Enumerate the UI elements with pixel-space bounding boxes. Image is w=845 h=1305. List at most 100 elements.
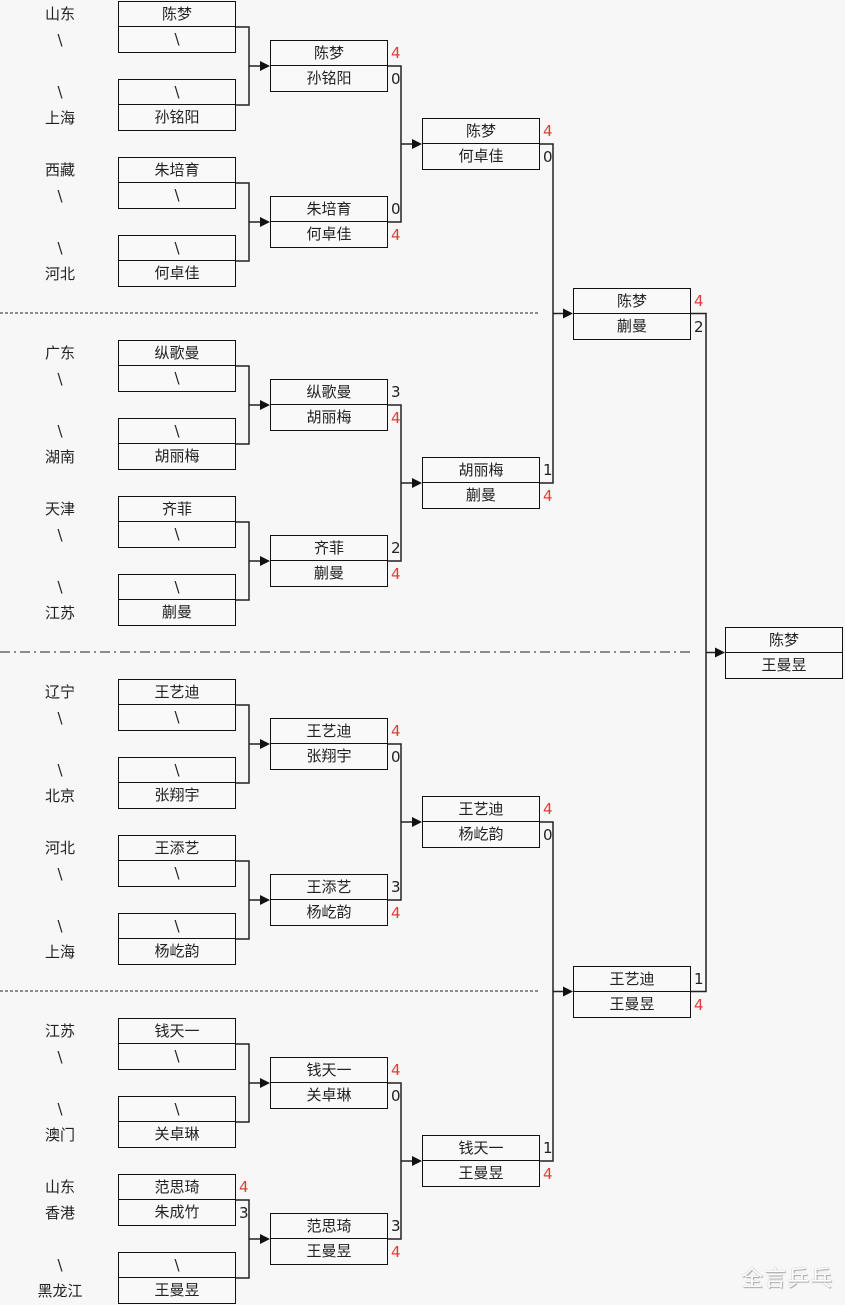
final-player-top[interactable]: 陈梦	[725, 626, 843, 653]
r1-player-bottom[interactable]: 关卓琳	[118, 1122, 236, 1148]
r2-player-bottom[interactable]: 何卓佳	[270, 222, 388, 248]
r1-player-bottom[interactable]: \	[118, 522, 236, 548]
province-label: 天津	[44, 500, 75, 518]
r1-player-bottom[interactable]: \	[118, 183, 236, 209]
r2-player-top[interactable]: 齐菲	[270, 535, 388, 561]
r2-player-bottom[interactable]: 关卓琳	[270, 1083, 388, 1109]
arrow-icon	[412, 139, 422, 149]
score: 4	[391, 44, 401, 62]
qf-player-top[interactable]: 王艺迪	[422, 796, 540, 822]
sf-player-top[interactable]: 陈梦	[573, 287, 691, 314]
r1-player-bottom[interactable]: 杨屹韵	[118, 939, 236, 965]
arrow-icon	[260, 739, 270, 749]
arrow-icon	[563, 308, 573, 319]
r1-player-top[interactable]: \	[118, 418, 236, 444]
sf-player-bottom[interactable]: 蒯曼	[573, 313, 691, 340]
province-label: \	[57, 422, 63, 440]
province-label: \	[57, 239, 63, 257]
r2-player-bottom[interactable]: 王曼昱	[270, 1239, 388, 1265]
score: 4	[694, 995, 704, 1014]
province-label: \	[57, 187, 63, 205]
score: 3	[391, 383, 401, 401]
province-label: 河北	[44, 265, 75, 283]
watermark: 全言乒乓	[740, 1267, 833, 1292]
qf-player-bottom[interactable]: 蒯曼	[422, 483, 540, 509]
r1-player-top[interactable]: 陈梦	[118, 1, 236, 27]
r1-player-top[interactable]: \	[118, 235, 236, 261]
r1-player-top[interactable]: \	[118, 1096, 236, 1122]
connector-line	[236, 521, 250, 601]
qf-player-bottom[interactable]: 何卓佳	[422, 144, 540, 170]
province-label: 黑龙江	[37, 1282, 83, 1300]
qf-player-top[interactable]: 陈梦	[422, 118, 540, 144]
score: 4	[391, 904, 401, 922]
r1-player-top[interactable]: 钱天一	[118, 1018, 236, 1044]
score: 4	[543, 1165, 553, 1183]
sf-player-bottom[interactable]: 王曼昱	[573, 991, 691, 1018]
r1-player-bottom[interactable]: 朱成竹	[118, 1200, 236, 1226]
score: 3	[239, 1204, 249, 1222]
sf-player-top[interactable]: 王艺迪	[573, 965, 691, 992]
score: 0	[543, 826, 553, 844]
r2-player-bottom[interactable]: 张翔宇	[270, 744, 388, 770]
r1-player-top[interactable]: \	[118, 574, 236, 600]
province-label: 山东	[44, 5, 75, 23]
qf-player-top[interactable]: 钱天一	[422, 1135, 540, 1161]
arrow-icon	[260, 1078, 270, 1088]
r1-player-bottom[interactable]: 孙铭阳	[118, 105, 236, 131]
r1-player-top[interactable]: 王艺迪	[118, 679, 236, 705]
r1-player-bottom[interactable]: 胡丽梅	[118, 444, 236, 470]
r1-player-top[interactable]: 纵歌曼	[118, 340, 236, 366]
r1-player-top[interactable]: 朱培育	[118, 157, 236, 183]
arrow-icon	[260, 61, 270, 71]
r1-player-bottom[interactable]: 王曼昱	[118, 1278, 236, 1304]
arrow-icon	[260, 895, 270, 905]
province-label: 香港	[44, 1204, 75, 1222]
score: 2	[391, 539, 401, 557]
province-label: \	[57, 1048, 63, 1066]
r1-player-top[interactable]: \	[118, 79, 236, 105]
r1-player-bottom[interactable]: \	[118, 1044, 236, 1070]
r1-player-top[interactable]: 齐菲	[118, 496, 236, 522]
qf-player-bottom[interactable]: 王曼昱	[422, 1161, 540, 1187]
r2-player-top[interactable]: 钱天一	[270, 1057, 388, 1083]
r2-player-top[interactable]: 纵歌曼	[270, 379, 388, 405]
r1-player-bottom[interactable]: 何卓佳	[118, 261, 236, 287]
r1-player-bottom[interactable]: \	[118, 705, 236, 731]
r2-player-top[interactable]: 范思琦	[270, 1213, 388, 1239]
connector-line	[691, 312, 707, 993]
r1-player-top[interactable]: 范思琦	[118, 1174, 236, 1200]
score: 4	[694, 291, 704, 310]
qf-player-bottom[interactable]: 杨屹韵	[422, 822, 540, 848]
qf-player-top[interactable]: 胡丽梅	[422, 457, 540, 483]
r1-player-bottom[interactable]: \	[118, 366, 236, 392]
r1-player-bottom[interactable]: 蒯曼	[118, 600, 236, 626]
r1-player-bottom[interactable]: 张翔宇	[118, 783, 236, 809]
r2-player-top[interactable]: 朱培育	[270, 196, 388, 222]
r2-player-top[interactable]: 陈梦	[270, 40, 388, 66]
arrow-icon	[412, 1156, 422, 1166]
r1-player-top[interactable]: 王添艺	[118, 835, 236, 861]
r1-player-bottom[interactable]: \	[118, 861, 236, 887]
province-label: 北京	[44, 787, 75, 805]
r2-player-top[interactable]: 王添艺	[270, 874, 388, 900]
score: 1	[543, 1139, 553, 1157]
final-player-bottom[interactable]: 王曼昱	[725, 652, 843, 679]
r1-player-top[interactable]: \	[118, 1252, 236, 1278]
r2-player-top[interactable]: 王艺迪	[270, 718, 388, 744]
r1-player-top[interactable]: \	[118, 913, 236, 939]
r2-player-bottom[interactable]: 杨屹韵	[270, 900, 388, 926]
score: 2	[694, 317, 704, 336]
r1-player-top[interactable]: \	[118, 757, 236, 783]
score: 4	[391, 722, 401, 740]
province-label: 山东	[44, 1178, 75, 1196]
score: 4	[543, 800, 553, 818]
connector-line	[236, 365, 250, 445]
score: 0	[391, 200, 401, 218]
arrow-icon	[260, 556, 270, 566]
r2-player-bottom[interactable]: 孙铭阳	[270, 66, 388, 92]
r1-player-bottom[interactable]: \	[118, 27, 236, 53]
r2-player-bottom[interactable]: 胡丽梅	[270, 405, 388, 431]
r2-player-bottom[interactable]: 蒯曼	[270, 561, 388, 587]
